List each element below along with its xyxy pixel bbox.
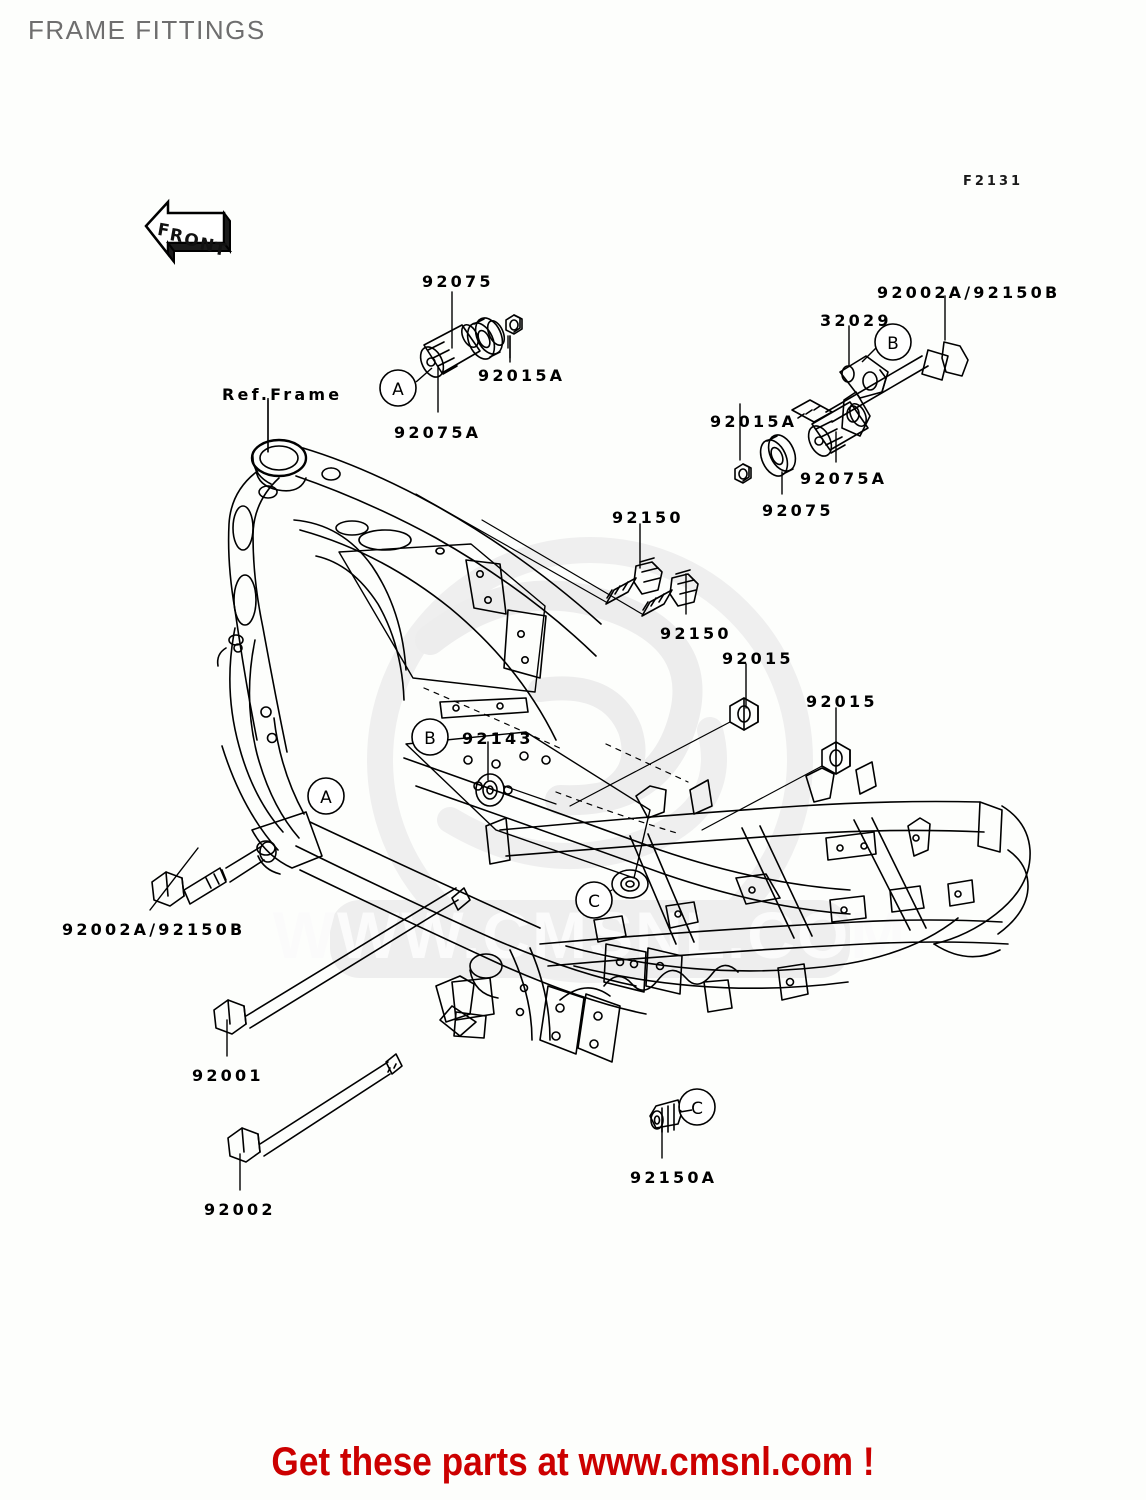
lbl-92001: 92001	[192, 1066, 264, 1085]
svg-text:R: R	[168, 225, 184, 247]
part-92015a-nut-top	[505, 314, 523, 335]
lbl-92075-right: 92075	[762, 501, 834, 520]
lbl-92015-lower: 92015	[806, 692, 878, 711]
lbl-92075A-right: 92075A	[800, 469, 888, 488]
lbl-92015A-right: 92015A	[710, 412, 798, 431]
lbl-92002A-92150B-top: 92002A/92150B	[877, 283, 1061, 302]
lbl-92150A: 92150A	[630, 1168, 718, 1187]
part-92075-collar-right	[759, 434, 797, 477]
part-92002a-92150b-bolt-left	[151, 841, 277, 907]
lbl-92075A-top: 92075A	[394, 423, 482, 442]
svg-text:C: C	[588, 892, 600, 912]
lbl-92150-upper: 92150	[612, 508, 684, 527]
lbl-32029: 32029	[820, 311, 892, 330]
part-32029-bracket	[839, 355, 889, 437]
part-92075-collar-top	[466, 317, 506, 360]
lbl-92015-upper: 92015	[722, 649, 794, 668]
part-92002-bolt	[227, 1053, 403, 1163]
svg-text:T: T	[212, 239, 227, 261]
footer-banner: Get these parts at www.cmsnl.com !	[271, 1440, 875, 1484]
svg-text:F: F	[156, 220, 171, 242]
lbl-92002A-92150B-left: 92002A/92150B	[62, 920, 246, 939]
svg-text:B: B	[424, 729, 436, 749]
part-92143-bushing	[475, 773, 557, 807]
lbl-92015A-top: 92015A	[478, 366, 566, 385]
part-92075a-damper-right	[807, 401, 869, 457]
sheet-code: F2131	[963, 174, 1024, 189]
lbl-92143: 92143	[462, 729, 534, 748]
part-92150-bolt-upper	[415, 493, 663, 605]
front-arrow-icon: FRO NT	[144, 198, 232, 265]
ref-frame-label: Ref.Frame	[222, 385, 343, 404]
part-92015-nut-upper	[569, 697, 759, 807]
part-92075a-damper-top	[419, 323, 481, 378]
svg-text:N: N	[198, 234, 215, 256]
part-92150-bolt-lower	[481, 519, 699, 617]
part-92015-nut-lower	[701, 741, 851, 831]
svg-text:A: A	[392, 380, 404, 400]
lbl-92002: 92002	[204, 1200, 276, 1219]
lbl-92075-top: 92075	[422, 272, 494, 291]
part-92015a-nut-right	[734, 463, 752, 484]
svg-text:B: B	[887, 334, 899, 354]
svg-text:A: A	[320, 788, 332, 808]
part-92001-bolt	[213, 887, 471, 1035]
svg-text:C: C	[691, 1099, 703, 1119]
lbl-92150-lower: 92150	[660, 624, 732, 643]
svg-text:O: O	[183, 230, 201, 252]
callout-circles: A B B A C C	[307, 323, 912, 1126]
motorcycle-frame	[216, 438, 1031, 1063]
page-title: FRAME FITTINGS	[28, 15, 266, 45]
